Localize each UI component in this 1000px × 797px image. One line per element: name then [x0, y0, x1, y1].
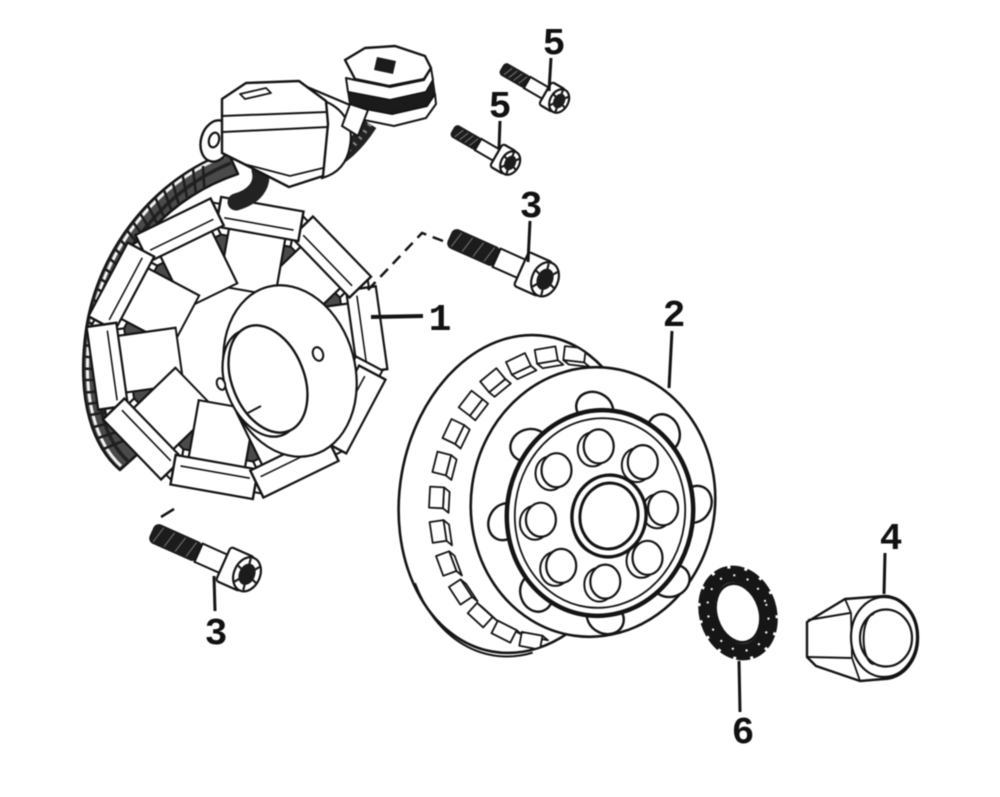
- svg-text:4: 4: [880, 518, 903, 561]
- svg-text:3: 3: [520, 186, 543, 229]
- svg-text:5: 5: [489, 86, 512, 129]
- svg-text:5: 5: [543, 23, 566, 66]
- svg-text:1: 1: [429, 299, 452, 342]
- svg-text:2: 2: [663, 295, 686, 338]
- svg-text:6: 6: [732, 712, 755, 755]
- svg-text:3: 3: [205, 613, 228, 656]
